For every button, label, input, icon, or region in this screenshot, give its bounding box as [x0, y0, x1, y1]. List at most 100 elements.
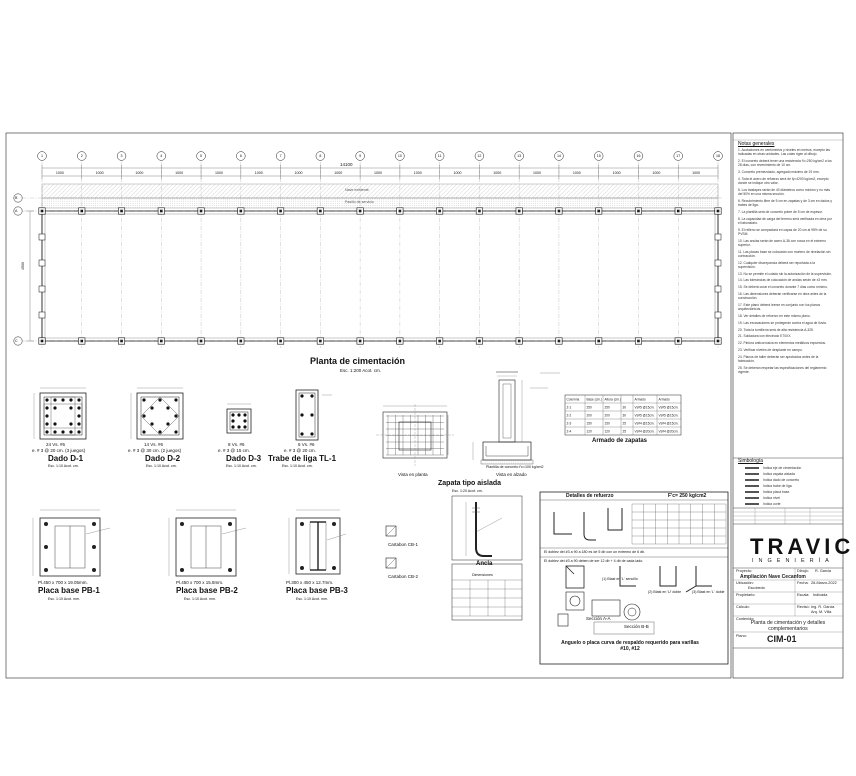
note-item: 22. Pintura anticorrosiva en elementos m…	[738, 341, 826, 346]
axis-label-a: A	[15, 208, 18, 213]
axis-bubble	[434, 151, 445, 161]
building-outline	[41, 210, 719, 342]
rebar-dot	[61, 430, 65, 434]
note-item: 1. Acotaciones en centímetros y niveles …	[738, 148, 830, 157]
dado-d1-title: Dado D-1	[48, 454, 84, 463]
dado-d1-stirrups: e. # 3 @ 20 cm. (3 juegos)	[32, 448, 86, 453]
placa-base-details	[32, 509, 397, 577]
tb-contenido-label: Contenido:	[736, 617, 755, 621]
overall-dimension: 14100	[340, 162, 353, 167]
dado-d2-spec: 14 Vs. #6	[144, 442, 164, 447]
tb-plano-label: Plano:	[736, 634, 747, 638]
bay-dimension: 1000	[413, 171, 422, 175]
armado-cell: Vs#4 @15cm.	[635, 421, 655, 425]
dado-d1-spec: 24 Vs. #6	[46, 442, 66, 447]
rebar-dot	[53, 406, 57, 410]
refuerzo-label-2: (2) Blast en 'U' doble	[648, 590, 682, 594]
rebar-dot	[150, 406, 154, 410]
armado-cell: 120	[605, 429, 611, 433]
rebar-dot	[77, 414, 81, 418]
tb-name-2: Ing. R. Garcia	[811, 605, 835, 609]
axis-label: 3	[120, 153, 123, 158]
note-item: 4. Toda el acero de refuerzo será de fy=…	[738, 176, 829, 185]
rebar-dot	[174, 430, 178, 434]
rebar-dot	[158, 430, 162, 434]
bay-dimension: 1000	[214, 171, 223, 175]
zapata-plantilla-label: Plantilla de concreto f'c=100 kg/cm2	[486, 465, 544, 469]
rebar-dot	[231, 425, 235, 429]
rebar-dot	[69, 406, 73, 410]
note-item: 18. Ver detalles de refuerzo en este mis…	[738, 313, 811, 318]
pb3-scale: Esc. 1:10 Acot. mm.	[296, 597, 328, 601]
side-footing-mark	[38, 233, 46, 241]
sheet-border	[5, 132, 732, 679]
armado-cell: Vs#5 @15cm.	[635, 413, 655, 417]
axis-label: 9	[359, 153, 362, 158]
bay-dimension: 1000	[55, 171, 64, 175]
legend-item: Indica corte	[745, 501, 835, 507]
armado-cell: 25	[623, 421, 627, 425]
bay-dimension: 1000	[692, 171, 701, 175]
bay-dimension: 1000	[612, 171, 621, 175]
legend-label: Indica trabe de liga	[763, 484, 792, 488]
dado-d3-scale: Esc. 1:10 Acot. cm.	[226, 464, 257, 468]
cartabon-cb1-label: Cartabon CB-1	[388, 542, 419, 547]
rebar-dot	[45, 422, 49, 426]
refuerzo-seccion-a: Sección A-A	[586, 616, 611, 621]
note-item: 6. Recubrimiento libre de 5 cm en zapata…	[738, 198, 833, 207]
dado-d3-spec: 8 Vs. #6	[228, 442, 245, 447]
note-item: 2. El concreto deberá tener una resisten…	[738, 159, 832, 168]
existing-nave-label: Nave existente	[345, 188, 369, 192]
tb-escala-label: Escala:	[797, 593, 810, 597]
refuerzo-label-1: (1) Blast en 'L' sencillo	[602, 577, 638, 581]
tb-ubicacion: Escobedo	[748, 586, 765, 590]
armado-header: Columna	[567, 397, 580, 401]
legend-item: Indica nivel	[745, 495, 835, 501]
tl1-spec: 6 Vs. #6	[298, 442, 315, 447]
note-item: 8. La capacidad de carga del terreno ser…	[738, 216, 832, 225]
rebar-dot	[237, 413, 241, 417]
side-footing-mark	[714, 233, 722, 241]
tb-revisor-label: Revisó:	[797, 605, 810, 609]
tb-fecha-label: Fecha:	[797, 581, 809, 585]
armado-cell: 250	[605, 405, 611, 409]
note-item: 10. Las anclas serán de acero A-36 con r…	[738, 238, 826, 247]
armado-header: Altura (cm.)	[605, 397, 621, 401]
rebar-dot	[69, 398, 73, 402]
armado-cell: 150	[605, 421, 611, 425]
pb1-spec: Pl.450 x 700 x 19.05mm.	[38, 580, 88, 585]
legend-swatch	[745, 503, 759, 505]
note-item: 17. Este plano deberá leerse en conjunto…	[738, 302, 821, 312]
legend-swatch	[745, 467, 759, 469]
axis-label-b: B	[15, 195, 18, 200]
axis-bubble	[77, 151, 87, 161]
note-item: 12. Cualquier discrepancia deberá ser re…	[738, 260, 815, 269]
armado-cell: Vs#4 @20cm.	[659, 429, 679, 433]
legend-item: Indica dado de concreto	[745, 477, 835, 483]
axis-label: 16	[636, 153, 641, 158]
company-logo: TRAVIC	[750, 534, 855, 559]
rebar-dot	[231, 419, 235, 423]
refuerzo-seccion-b: Sección B-B	[624, 624, 649, 629]
legend-swatch	[745, 491, 759, 493]
dado-d1-scale: Esc. 1:10 Acot. cm.	[48, 464, 79, 468]
bay-dimension: 1000	[533, 171, 542, 175]
rebar-dot	[310, 432, 314, 436]
rebar-dot	[243, 413, 247, 417]
axis-label-c: C	[15, 338, 18, 343]
armado-cell: Vs#5 @15cm.	[635, 405, 655, 409]
legend-swatch	[745, 485, 759, 487]
simbologia-title: Simbología	[738, 458, 764, 464]
legend-label: Indica placa base	[763, 490, 790, 494]
armado-cell: 30	[623, 405, 627, 409]
note-item: 9. El relleno se compactará en capas de …	[738, 227, 827, 236]
rebar-dot	[166, 406, 170, 410]
armado-header: Armado	[635, 397, 646, 401]
refuerzo-concrete: F'c= 250 kg/cm2	[668, 493, 707, 499]
cartabon-cb2-label: Cartabon CB-2	[388, 574, 419, 579]
legend-item: Indica trabe de liga	[745, 483, 835, 489]
axis-bubble	[554, 151, 564, 161]
side-footing-mark	[38, 311, 46, 319]
existing-nave-strip	[41, 183, 719, 199]
